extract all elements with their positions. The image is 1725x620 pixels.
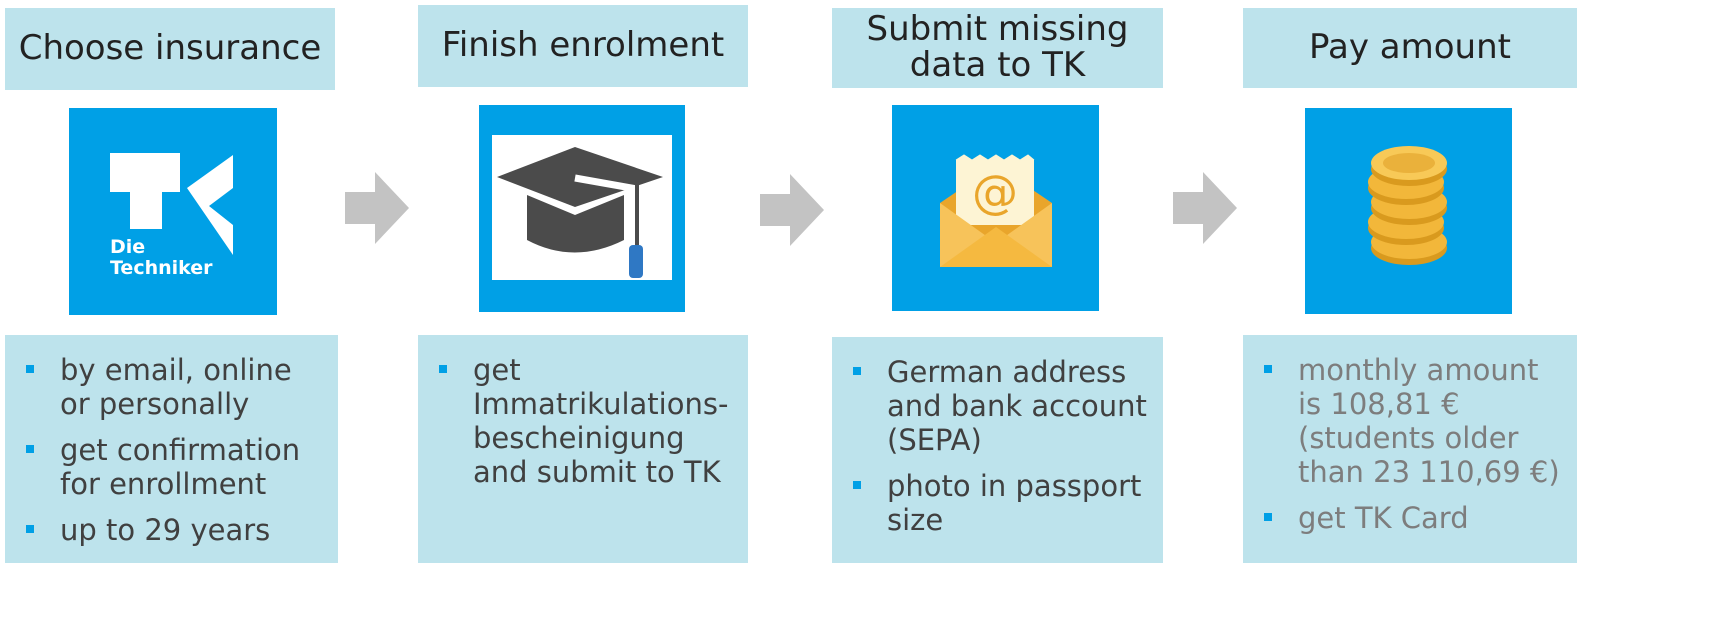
arrow-right-icon <box>1173 172 1237 244</box>
step-1-bullets: by email, online or personally get confi… <box>5 335 338 563</box>
list-item: get Immatrikulations- bescheinigung and … <box>438 353 738 489</box>
arrow-right-icon <box>760 174 824 246</box>
step-4-bullets: monthly amount is 108,81 € (students old… <box>1243 335 1577 563</box>
coins-icon <box>1305 108 1512 314</box>
step-2-bullets: get Immatrikulations- bescheinigung and … <box>418 335 748 563</box>
arrow-right-icon <box>345 172 409 244</box>
graduation-cap-icon <box>479 105 685 312</box>
list-item: up to 29 years <box>25 513 328 547</box>
list-item: by email, online or personally <box>25 353 328 421</box>
list-item: photo in passport size <box>852 469 1153 537</box>
tk-logo-icon: Die Techniker <box>69 108 277 315</box>
at-symbol: @ <box>972 165 1018 219</box>
step-4-title: Pay amount <box>1243 8 1577 88</box>
step-3-bullets: German address and bank account (SEPA) p… <box>832 337 1163 563</box>
logo-text-die: Die <box>110 236 145 258</box>
step-1-title: Choose insurance <box>5 8 335 90</box>
step-3-title: Submit missing data to TK <box>832 8 1163 88</box>
list-item: German address and bank account (SEPA) <box>852 355 1153 457</box>
list-item: get TK Card <box>1263 501 1567 535</box>
logo-text-techniker: Techniker <box>110 257 213 279</box>
step-2-title: Finish enrolment <box>418 5 748 87</box>
email-envelope-icon: @ <box>892 105 1099 311</box>
list-item: monthly amount is 108,81 € (students old… <box>1263 353 1567 489</box>
list-item: get confirmation for enrollment <box>25 433 328 501</box>
